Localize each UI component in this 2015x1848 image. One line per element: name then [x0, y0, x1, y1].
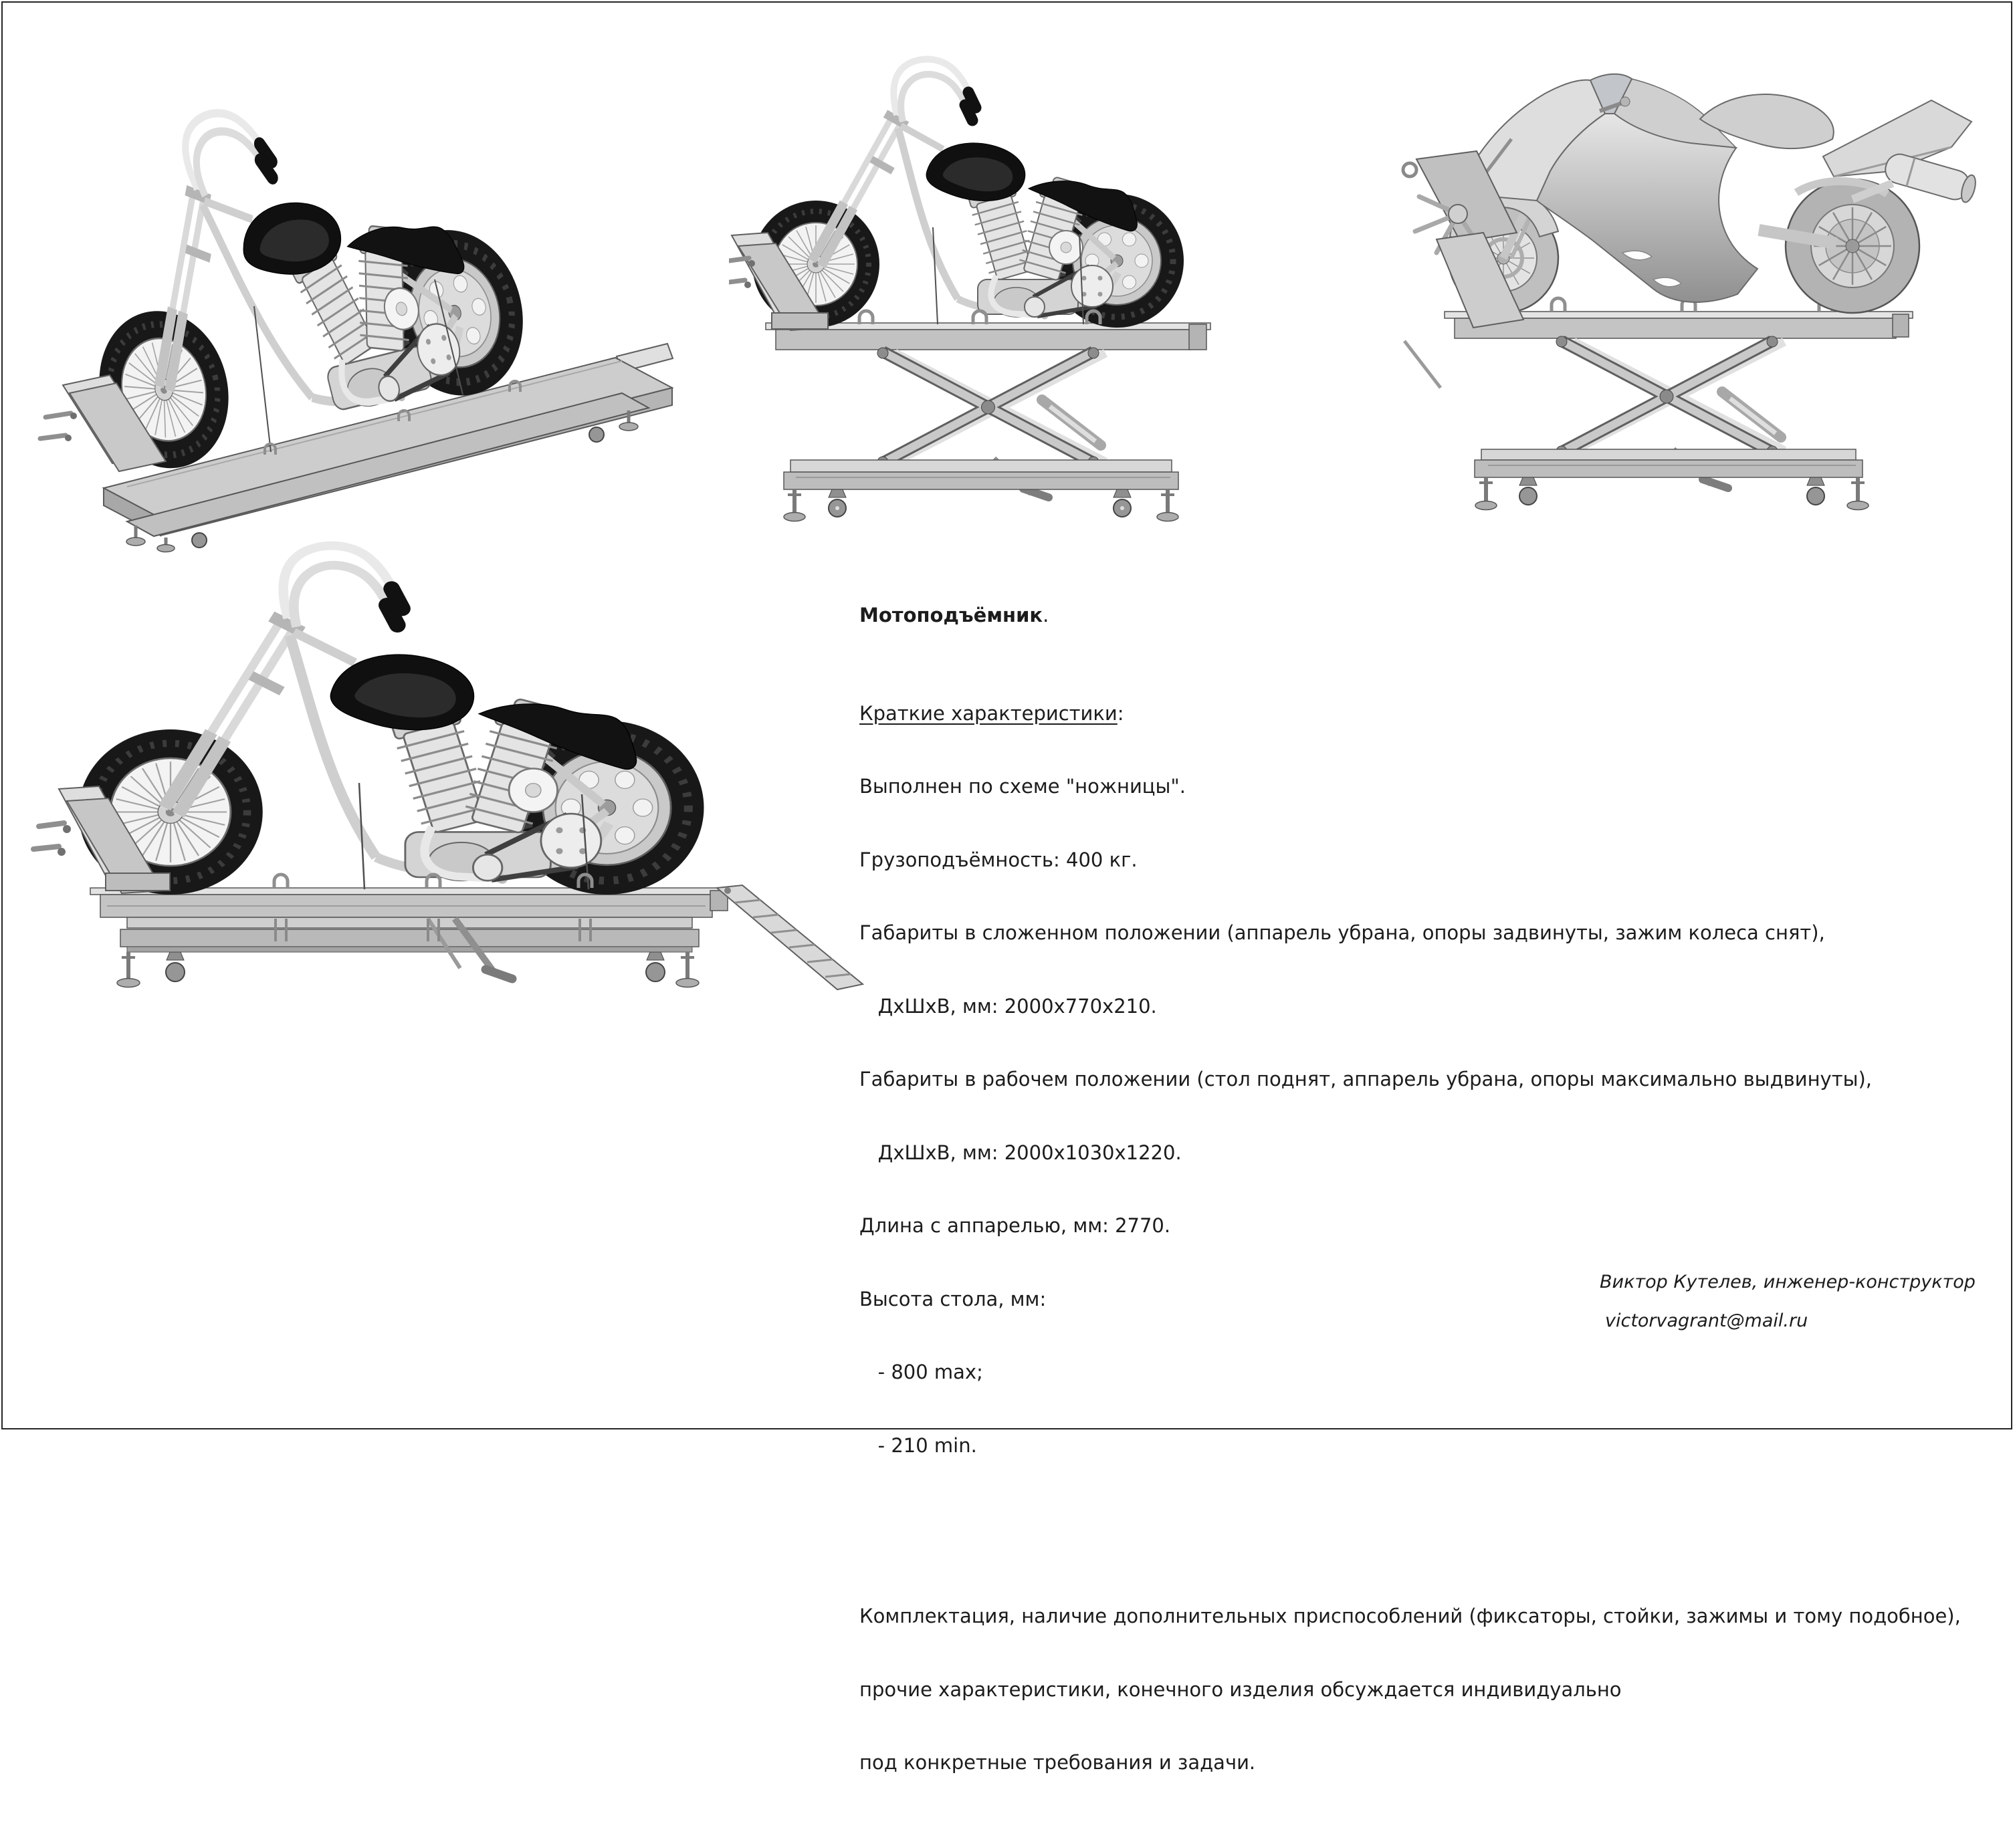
lift-platform-perspective	[102, 342, 674, 553]
spec-line: Габариты в сложенном положении (аппарель…	[859, 921, 1825, 944]
front-wheel-clamp	[37, 374, 167, 473]
spec-line: ДхШхВ, мм: 2000х770х210.	[859, 994, 1157, 1018]
spec-line: Габариты в рабочем положении (стол подня…	[859, 1068, 1873, 1090]
page-title: Мотоподъёмник.	[859, 604, 1049, 626]
scissor-lift-raised	[765, 322, 1211, 522]
render-sportbike-on-raised-lift	[1401, 73, 1976, 511]
complectation-paragraph: Комплектация, наличие дополнительных при…	[859, 1555, 2003, 1824]
scissor-lift-raised	[1444, 296, 1913, 511]
spec-line: Выполнен по схеме "ножницы".	[859, 775, 1186, 798]
spec-line: - 210 min.	[859, 1433, 977, 1457]
tie-down-hooks	[857, 309, 1102, 324]
paragraph-line: прочие характеристики, конечного изделия…	[859, 1678, 1622, 1701]
scissor-lift-lowered	[90, 887, 728, 988]
render-chopper-on-raised-lift	[729, 25, 1211, 522]
spec-line: - 800 max;	[859, 1361, 983, 1383]
front-wheel-clamp	[1401, 150, 1525, 389]
tie-down-hooks	[263, 380, 522, 455]
front-wheel-clamp	[31, 785, 171, 895]
paragraph-line: под конкретные требования и задачи.	[859, 1751, 1256, 1774]
spec-line: Длина с аппарелью, мм: 2770.	[859, 1214, 1171, 1237]
loading-ramp	[715, 884, 865, 991]
paragraph-line: Комплектация, наличие дополнительных при…	[859, 1605, 1961, 1627]
spec-line: Высота стола, мм:	[859, 1287, 1047, 1310]
signature-email: victorvagrant@mail.ru	[1605, 1310, 1808, 1331]
tie-down-hooks	[272, 873, 594, 888]
render-chopper-on-lowered-lift-with-ramp	[31, 540, 865, 991]
specs-heading: Краткие характеристики:	[859, 701, 1124, 725]
spec-line: Грузоподъёмность: 400 кг.	[859, 848, 1138, 871]
signature-name: Виктор Кутелев, инженер-конструктор	[1600, 1272, 1976, 1292]
render-chopper-on-lift-perspective	[27, 19, 674, 553]
sport-bike	[1447, 73, 1976, 314]
spec-line: ДхШхВ, мм: 2000х1030х1220.	[859, 1141, 1182, 1164]
spec-text-block: Мотоподъёмник. Краткие характеристики: В…	[859, 554, 2003, 1848]
front-wheel-clamp	[729, 231, 829, 332]
